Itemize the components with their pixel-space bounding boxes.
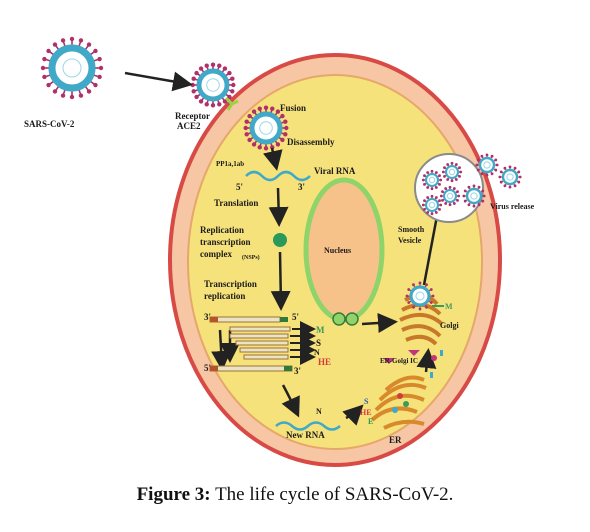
ace2-receptor-icon — [224, 96, 239, 111]
protein-he-label: HE — [318, 357, 331, 367]
caption-figure-label: Figure 3: — [136, 484, 211, 505]
pp1a-label: PP1a,1ab — [216, 160, 244, 168]
er-n-label: N — [316, 407, 322, 416]
ace2-label: ACE2 — [177, 121, 201, 131]
genome-3prime-bottom: 3' — [294, 366, 301, 376]
golgi-m-label: M — [445, 302, 453, 311]
released-virion-icon-3 — [462, 184, 486, 208]
sars-cov-2-virion-icon — [40, 36, 104, 100]
viral-rna-label: Viral RNA — [314, 166, 356, 176]
released-virion-icon-1 — [475, 153, 499, 177]
released-virion-icon-2 — [498, 165, 522, 189]
genome-5prime-top: 5' — [292, 312, 299, 322]
vesicle-virion-icon-3 — [439, 185, 461, 207]
nuclear-pore-icon — [332, 312, 359, 326]
virion-at-receptor-icon — [190, 62, 236, 108]
er-golgi-intermediate-markers — [383, 350, 443, 378]
fusing-virion-icon — [243, 105, 289, 151]
er-he-label: HE — [360, 408, 372, 417]
protein-s-label: S — [316, 338, 321, 348]
rtc-label-line3: complex — [200, 249, 232, 259]
protein-m-label: M — [316, 325, 325, 335]
caption-text: The life cycle of SARS-CoV-2. — [215, 484, 454, 505]
nucleus — [303, 177, 385, 326]
replication-transcription-complex-icon — [273, 233, 287, 247]
rtc-nsps-label: (NSPs) — [242, 254, 260, 261]
transcription-label-line1: Transcription — [204, 279, 257, 289]
receptor-label: Receptor — [175, 111, 210, 121]
vesicle-virion-icon-1 — [421, 169, 443, 191]
transcription-label-line2: replication — [204, 291, 245, 301]
vesicle-virion-icon-2 — [441, 161, 463, 183]
smooth-vesicle-label-line1: Smooth — [398, 225, 425, 234]
viral-rna-3prime: 3' — [298, 182, 305, 192]
smooth-vesicle-label-line2: Vesicle — [398, 236, 422, 245]
er-golgi-ic-label: ER-Golgi IC — [380, 357, 418, 365]
er-e-label: E — [368, 417, 373, 426]
er-label: ER — [389, 435, 402, 445]
genome-3prime-top: 3' — [204, 312, 211, 322]
budding-virion-icon — [405, 281, 435, 311]
viral-rna-strand — [245, 170, 311, 182]
virus-release-label: Virus release — [490, 202, 535, 211]
er-proteins-icon — [392, 393, 409, 413]
fusion-label: Fusion — [280, 103, 306, 113]
viral-rna-5prime: 5' — [236, 182, 243, 192]
golgi-label: Golgi — [440, 321, 459, 330]
protein-n-label: N — [314, 348, 320, 357]
rtc-label-line1: Replication — [200, 225, 244, 235]
genome-5prime-bottom: 5' — [204, 363, 211, 373]
er-s-label: S — [364, 397, 369, 406]
disassembly-label: Disassembly — [287, 137, 335, 147]
virus-label: SARS-CoV-2 — [24, 119, 75, 129]
translation-arrows — [290, 321, 316, 365]
figure-caption: Figure 3: The life cycle of SARS-CoV-2. — [0, 484, 590, 506]
new-rna-strand — [275, 421, 341, 431]
new-rna-label: New RNA — [286, 430, 325, 440]
rtc-label-line2: transcription — [200, 237, 251, 247]
translation-label: Translation — [214, 198, 258, 208]
nucleus-label: Nucleus — [324, 246, 351, 255]
subgenomic-rna-bars — [209, 316, 293, 372]
vesicle-virion-icon-4 — [421, 194, 443, 216]
